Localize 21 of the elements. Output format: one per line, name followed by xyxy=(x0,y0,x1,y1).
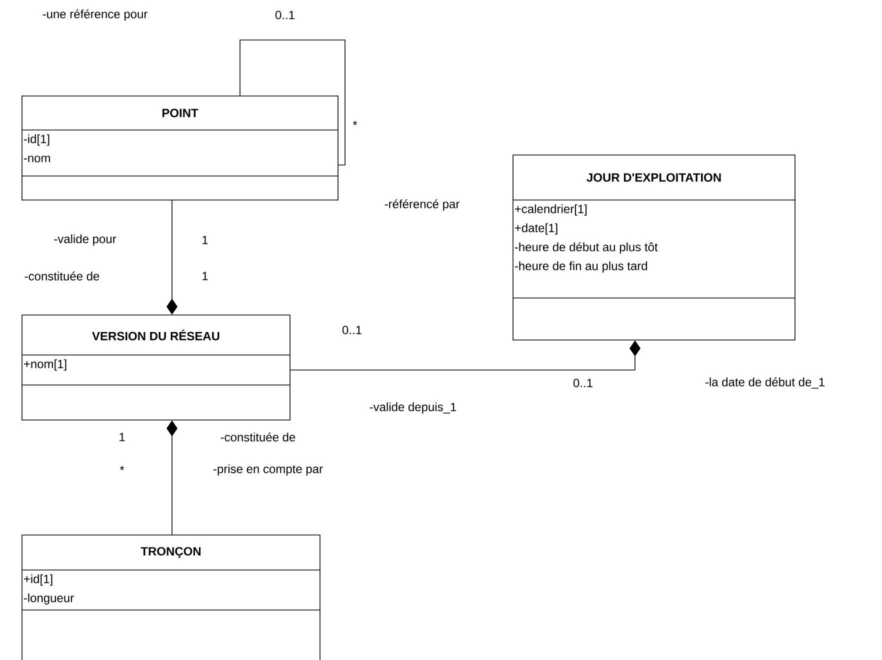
multiplicity-label: -référencé par xyxy=(384,199,460,211)
multiplicity-label: -valide pour xyxy=(54,234,116,246)
multiplicity-label: 0..1 xyxy=(573,378,592,388)
multiplicity-label: 0..1 xyxy=(342,326,362,334)
multiplicity-label: -constituée de xyxy=(24,272,100,280)
class-box: POINT -id[1] -nom xyxy=(22,96,338,200)
multiplicity-label: -constituée de xyxy=(220,432,296,442)
multiplicity-label: -la date de début de_1 xyxy=(706,377,824,389)
class-box: TRONÇON +id[1] -longueur xyxy=(22,534,320,660)
multiplicity-label: 1 xyxy=(202,236,208,244)
multiplicity-label: -une référence pour xyxy=(42,9,148,21)
multiplicity-label: -valide depuis_1 xyxy=(370,402,456,414)
multiplicity-label: * xyxy=(352,120,358,126)
multiplicity-label: 1 xyxy=(202,272,208,280)
multiplicity-label: 0..1 xyxy=(275,10,294,20)
multiplicity-label: * xyxy=(120,466,124,470)
multiplicity-label: -prise en compte par xyxy=(214,464,323,476)
multiplicity-label: 1 xyxy=(120,432,125,442)
class-box: JOUR D'EXPLOITATION +calendrier[1] +date[1] -heure de début au plus tôt -heure de fin au plus tard xyxy=(512,154,796,340)
class-box: VERSION DU RÉSEAU +nom[1] xyxy=(22,314,290,420)
association-line xyxy=(240,40,346,166)
